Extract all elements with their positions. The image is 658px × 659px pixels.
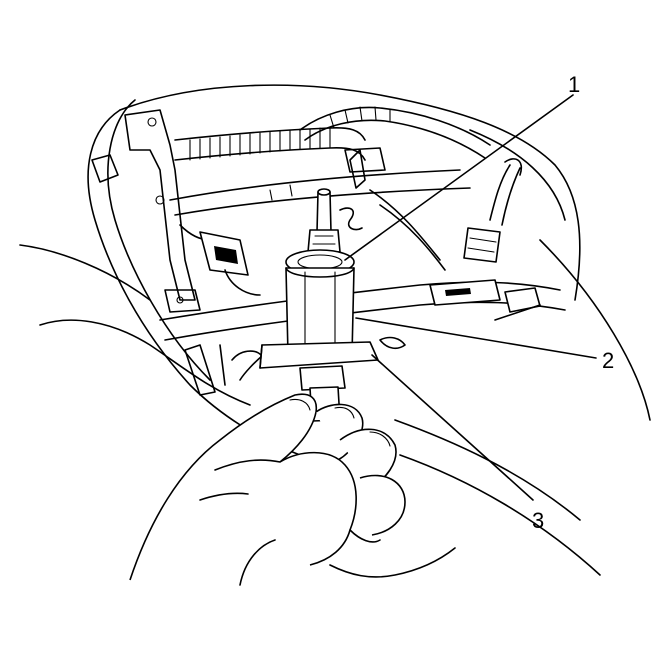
wire-harness — [174, 106, 491, 173]
leader-line-3 — [371, 354, 534, 501]
technician-hand — [129, 393, 456, 586]
leader-line-2 — [355, 317, 597, 359]
left-connector — [179, 224, 261, 296]
panel-details — [219, 207, 406, 386]
door-panel-outline — [19, 84, 651, 576]
left-bracket — [91, 109, 216, 396]
callout-leaders — [344, 94, 597, 501]
callout-3: 3 — [532, 508, 544, 533]
leader-line-1 — [344, 94, 574, 261]
actuator-component — [259, 188, 379, 422]
right-connector — [463, 158, 523, 263]
callout-1: 1 — [568, 72, 580, 97]
rail-bracket — [429, 279, 541, 321]
callout-2: 2 — [602, 348, 614, 373]
